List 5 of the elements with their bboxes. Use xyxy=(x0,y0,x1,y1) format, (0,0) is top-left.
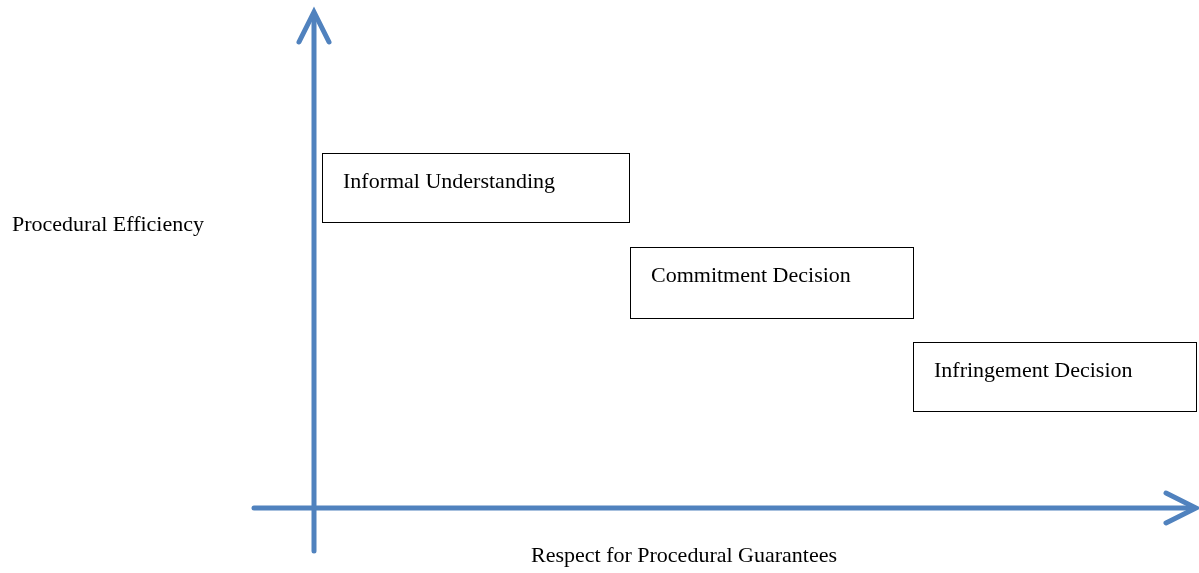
axis-label: Procedural Efficiency xyxy=(12,211,204,237)
label-box: Commitment Decision xyxy=(630,247,914,319)
axis-label: Respect for Procedural Guarantees xyxy=(531,542,838,568)
label-box: Infringement Decision xyxy=(913,342,1197,412)
label-box: Informal Understanding xyxy=(322,153,630,223)
